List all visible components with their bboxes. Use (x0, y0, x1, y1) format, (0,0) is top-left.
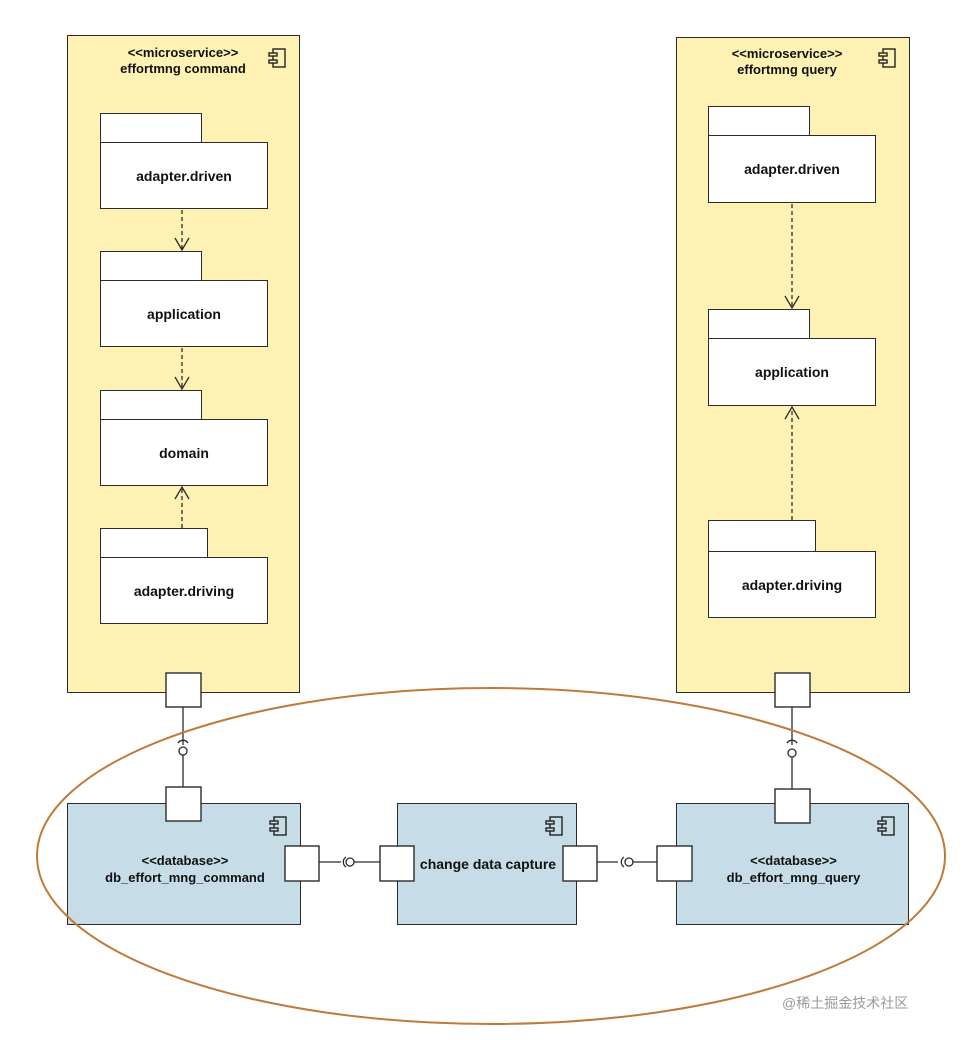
socket (786, 739, 798, 744)
package-tab (100, 390, 202, 420)
cdc-label: change data capture (419, 856, 557, 872)
database-command-stereotype: <<database>> (141, 853, 229, 868)
arrow-head (174, 485, 190, 500)
component-icon (269, 816, 287, 836)
package-tab (708, 106, 810, 136)
arrow-head (784, 405, 800, 420)
component-icon (877, 816, 895, 836)
package-label: application (755, 364, 829, 380)
component-icon (268, 48, 286, 68)
arrow-head (174, 237, 190, 252)
package-application-command[interactable]: application (100, 280, 268, 347)
port (562, 845, 598, 882)
microservice-command-name: effortmng command (120, 61, 246, 76)
package-domain-command[interactable]: domain (100, 419, 268, 486)
watermark: @稀土掘金技术社区 (782, 995, 909, 1011)
package-tab (708, 309, 810, 339)
port (774, 788, 811, 824)
package-tab (100, 113, 202, 143)
socket (620, 856, 625, 868)
package-label: adapter.driving (741, 576, 843, 593)
database-command-label: <<database>> db_effort_mng_command (68, 852, 302, 886)
package-adapter-driven-query[interactable]: adapter.driven (708, 135, 876, 203)
package-adapter-driving-query[interactable]: adapter.driving (708, 551, 876, 618)
package-label: application (147, 305, 221, 322)
database-query-name: db_effort_mng_query (726, 870, 861, 885)
microservice-query-name: effortmng query (737, 62, 837, 77)
package-label: adapter.driven (136, 167, 232, 184)
component-icon (878, 48, 896, 68)
package-adapter-driving-command[interactable]: adapter.driving (100, 557, 268, 624)
package-label: adapter.driving (133, 582, 235, 599)
port (774, 672, 811, 708)
package-application-query[interactable]: application (708, 338, 876, 406)
lollipop (178, 746, 188, 756)
database-query-stereotype: <<database>> (750, 853, 837, 868)
port (165, 672, 202, 708)
package-adapter-driven-command[interactable]: adapter.driven (100, 142, 268, 209)
highlight-ellipse (36, 687, 946, 1025)
port (379, 845, 415, 882)
port (284, 845, 320, 882)
package-tab (100, 251, 202, 281)
database-query-label: <<database>> db_effort_mng_query (677, 852, 910, 886)
microservice-command-stereotype: <<microservice>> (127, 45, 239, 60)
lollipop (624, 857, 634, 867)
microservice-command-header: <<microservice>> effortmng command (88, 45, 278, 77)
arrow-head (784, 295, 800, 310)
microservice-query-header: <<microservice>> effortmng query (692, 46, 882, 78)
lollipop (787, 748, 797, 758)
socket (342, 856, 347, 868)
component-change-data-capture[interactable]: change data capture (397, 803, 577, 925)
database-db-effort-mng-command[interactable]: <<database>> db_effort_mng_command (67, 803, 301, 925)
lollipop (345, 857, 355, 867)
package-tab (708, 520, 816, 552)
port (656, 845, 693, 882)
port (165, 786, 202, 822)
database-command-name: db_effort_mng_command (105, 870, 265, 885)
socket (177, 739, 189, 744)
package-tab (100, 528, 208, 558)
microservice-query-stereotype: <<microservice>> (731, 46, 843, 61)
arrow-head (174, 376, 190, 391)
component-icon (545, 816, 563, 836)
package-label: domain (159, 444, 209, 461)
package-label: adapter.driven (744, 161, 840, 177)
